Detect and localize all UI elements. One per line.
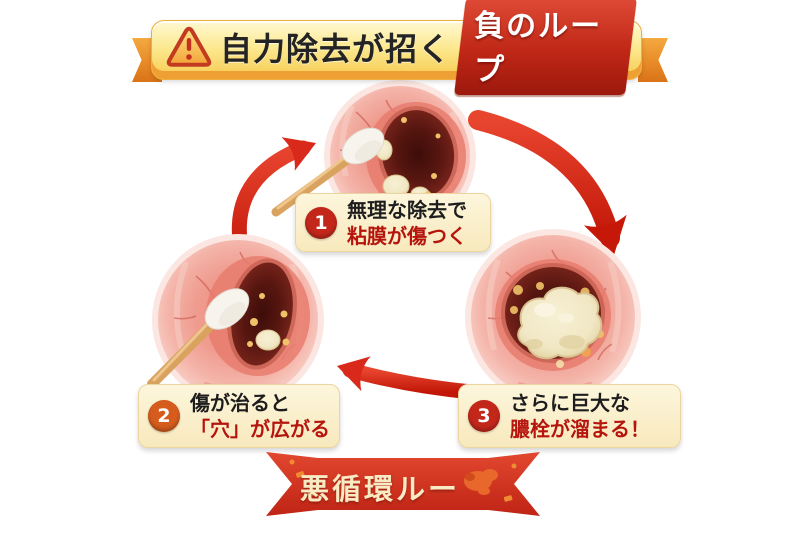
step-label-3: 3 さらに巨大な 膿栓が溜まる！: [458, 384, 681, 448]
arrow-right-to-left: [337, 356, 480, 400]
step-label-1: 1 無理な除去で 粘膜が傷つく: [295, 193, 491, 252]
cotton-swab: [147, 288, 250, 389]
warning-triangle-icon: [166, 26, 212, 67]
step-text-line2: 粘膜が傷つく: [347, 223, 467, 248]
cavity-rim: [501, 263, 605, 363]
footer-ribbon: [266, 452, 540, 516]
stone-specks: [247, 293, 290, 347]
tonsil-stones: [255, 329, 281, 351]
arrow-top-to-right: [468, 110, 627, 255]
step-text-line2: 膿栓が溜まる！: [510, 417, 650, 441]
paint-splotch: [464, 469, 498, 495]
ribbon-shape: [266, 452, 540, 516]
step-label-2: 2 傷が治ると 「穴」が広がる: [138, 384, 340, 448]
step-text-line1: 傷が治ると: [190, 391, 290, 415]
title-highlight-box: 負のループ: [454, 0, 637, 95]
title-highlight-text: 負のループ: [474, 9, 603, 88]
step-number-badge: 3: [468, 400, 500, 432]
step-number-badge: 1: [305, 206, 337, 239]
step-text-line1: さらに巨大な: [510, 391, 630, 415]
title-banner: 自力除去が招く 負のループ: [151, 0, 642, 95]
throat-illustration-step-2: [147, 234, 324, 406]
throat-illustration-step-3: [465, 229, 641, 405]
step-number-badge: 2: [148, 400, 180, 432]
throat-illustration-step-1: [271, 80, 476, 232]
footer-ribbon-text: 悪循環ルー: [299, 472, 460, 506]
confetti-specks: [289, 459, 517, 502]
step-text-line2: 「穴」が広がる: [190, 417, 330, 441]
page-title: 自力除去が招く: [220, 29, 452, 68]
cotton-swab: [271, 127, 385, 217]
large-tonsil-stone: [517, 286, 603, 360]
step-text-line1: 無理な除去で: [347, 197, 467, 222]
